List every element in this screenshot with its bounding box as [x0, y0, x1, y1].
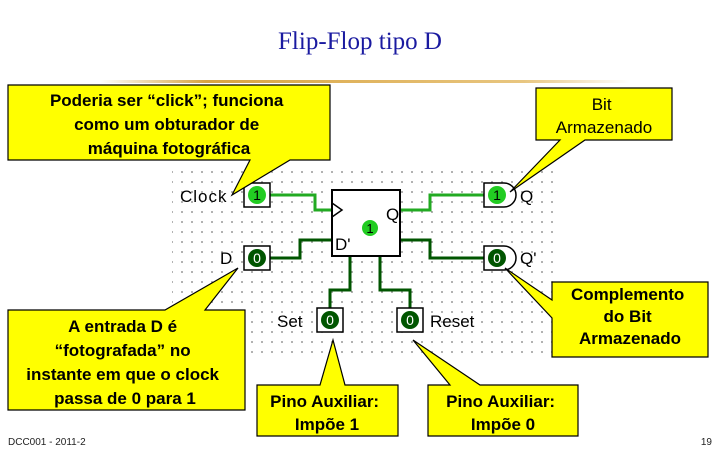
clock-value: 1	[253, 187, 261, 203]
q-output-pin: 1	[483, 182, 517, 208]
callout-click-line2: como um obturador de	[74, 115, 259, 134]
d-wire	[270, 238, 332, 260]
clock-triangle	[331, 202, 344, 218]
qbar-value: 0	[493, 250, 501, 266]
callout-aux0-line2: Impõe 0	[471, 415, 535, 434]
callout-entrada-line1: A entrada D é	[68, 317, 177, 336]
callout-bit-line2: Armazenado	[556, 118, 652, 137]
callout-complement-line1: Complemento	[571, 285, 684, 304]
callout-entrada-line2: “fotografada” no	[55, 341, 191, 360]
svg-text:A entrada D é “fotografa: A entrada D é “fotografada” no instante …	[26, 317, 223, 408]
set-label: Set	[277, 312, 303, 331]
flip-flop-chip: Q D' 1	[331, 189, 401, 257]
set-value: 0	[326, 312, 334, 328]
callout-aux0: Pino Auxiliar: Impõe 0	[412, 339, 579, 437]
callout-aux1-line1: Pino Auxiliar:	[270, 392, 379, 411]
qbar-output-pin: 0	[483, 245, 517, 271]
clock-label: Clock	[180, 187, 228, 206]
footer-course-code: DCC001 - 2011-2	[8, 437, 86, 448]
chip-q-label: Q	[386, 205, 399, 224]
callout-aux0-line1: Pino Auxiliar:	[446, 392, 555, 411]
callout-entrada-line4: passa de 0 para 1	[54, 389, 196, 408]
clock-wire	[270, 193, 332, 212]
reset-wire	[378, 256, 412, 308]
callout-aux1: Pino Auxiliar: Impõe 1	[256, 337, 399, 437]
reset-input-pin[interactable]: 0	[396, 307, 424, 333]
page-title: Flip-Flop tipo D	[278, 28, 442, 55]
title-underline	[100, 80, 630, 83]
wires	[270, 193, 484, 308]
q-wire	[400, 193, 484, 212]
svg-text:Bit Armazenado: Bit Armazenado	[556, 95, 652, 137]
svg-text:Poderia ser “click”; funciona: Poderia ser “click”; funciona como um ob…	[50, 91, 288, 158]
qbar-label: Q'	[520, 249, 536, 268]
callout-complement-line2: do Bit	[604, 307, 652, 326]
callout-aux1-line2: Impõe 1	[295, 415, 359, 434]
reset-label: Reset	[430, 312, 475, 331]
svg-text:Pino Auxiliar: Impõe 1: Pino Auxiliar: Impõe 1	[270, 392, 384, 434]
callout-entrada-line3: instante em que o clock	[26, 365, 219, 384]
callout-bit-line1: Bit	[592, 95, 612, 114]
callout-complement: Complemento do Bit Armazenado	[504, 267, 709, 358]
chip-state-pin	[362, 220, 378, 236]
svg-text:Pino Auxiliar: Impõe 0: Pino Auxiliar: Impõe 0	[446, 392, 560, 434]
callout-entrada: A entrada D é “fotografada” no instante …	[7, 267, 246, 411]
callout-complement-line3: Armazenado	[579, 329, 681, 348]
callout-click-line1: Poderia ser “click”; funciona	[50, 91, 284, 110]
callout-click: Poderia ser “click”; funciona como um ob…	[7, 84, 331, 197]
callout-bit: Bit Armazenado	[509, 87, 673, 193]
q-value: 1	[493, 187, 501, 203]
reset-value: 0	[406, 312, 414, 328]
d-value: 0	[253, 250, 261, 266]
svg-text:Complemento do Bit: Complemento do Bit Armazenado	[571, 285, 689, 348]
callout-click-line3: máquina fotográfica	[88, 139, 251, 158]
clock-input-pin[interactable]: 1	[243, 182, 271, 208]
set-input-pin[interactable]: 0	[316, 307, 344, 333]
set-wire	[328, 256, 352, 308]
q-label: Q	[520, 187, 533, 206]
chip-state-value: 1	[366, 221, 373, 236]
page-number: 19	[700, 437, 712, 448]
d-input-pin[interactable]: 0	[243, 245, 271, 271]
qbar-wire	[400, 238, 484, 260]
chip-d-label: D'	[335, 235, 351, 254]
d-label: D	[220, 249, 232, 268]
